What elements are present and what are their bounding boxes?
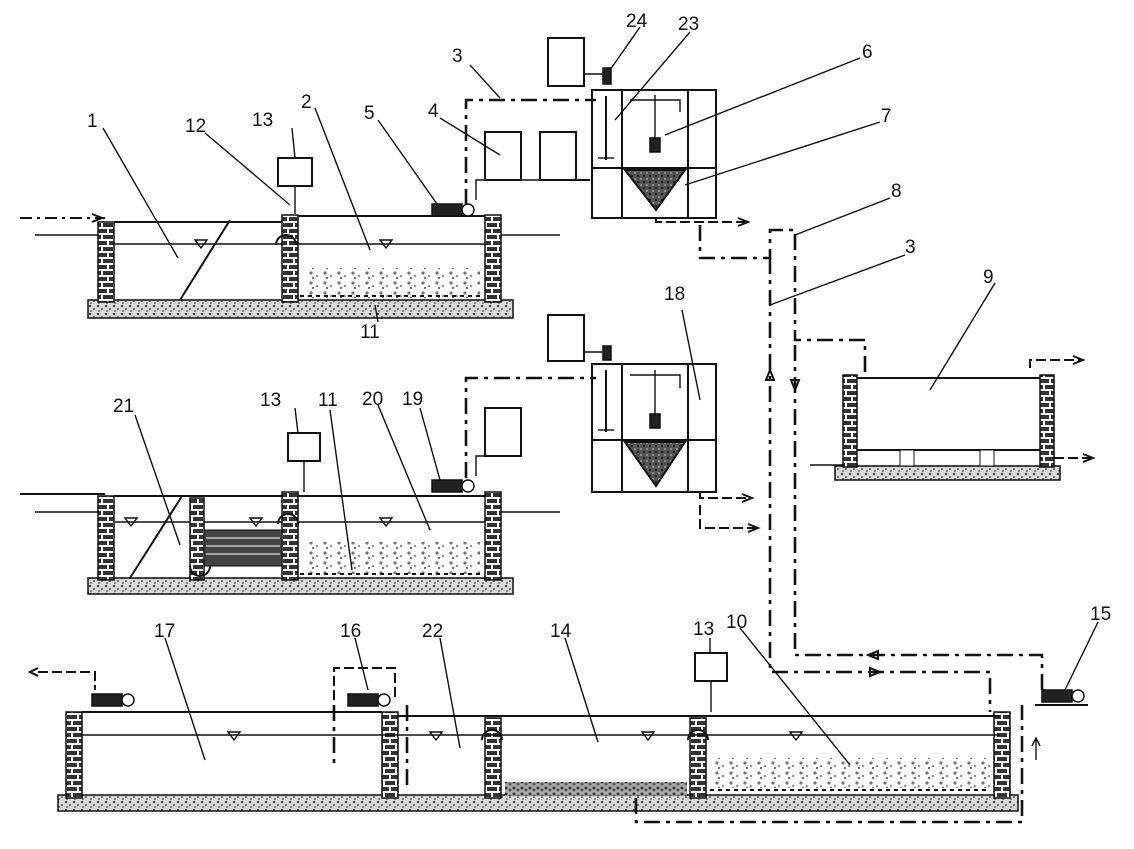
number-labels: 1 12 13 2 5 4 3 24 23 6 7 8 3 9 18 11 21… (87, 11, 1111, 642)
upper-settler-unit (475, 37, 751, 227)
wall (689, 717, 707, 799)
leader-lines (102, 26, 1099, 766)
sludge-hopper (622, 169, 687, 212)
reagent-tank (547, 37, 585, 87)
reagent-tank (547, 314, 585, 362)
label-23: 23 (678, 14, 699, 35)
tank (539, 131, 577, 181)
label-13c: 13 (693, 619, 714, 640)
label-20: 20 (362, 389, 383, 410)
label-7: 7 (881, 106, 892, 127)
label-11: 11 (360, 322, 380, 343)
dosing-unit (277, 157, 313, 187)
tank-9-system (810, 355, 1096, 481)
wall (97, 495, 115, 581)
wall (842, 374, 858, 468)
upper-tank-system (20, 157, 560, 319)
wall (189, 497, 205, 581)
tank-9-foundation (834, 465, 1061, 481)
wall (97, 221, 115, 303)
label-13: 13 (252, 110, 273, 131)
wall (484, 491, 502, 581)
label-16: 16 (340, 621, 361, 642)
label-4: 4 (428, 101, 439, 122)
pump-15 (1041, 689, 1073, 703)
wall (65, 711, 83, 799)
screen (129, 495, 183, 579)
label-3b: 3 (905, 237, 916, 258)
wall (381, 711, 399, 799)
label-1: 1 (87, 111, 98, 132)
lower-settler-unit (547, 314, 761, 533)
label-22: 22 (422, 621, 443, 642)
label-2: 2 (301, 92, 312, 113)
label-11b: 11 (318, 390, 338, 411)
label-21: 21 (113, 396, 134, 417)
label-15: 15 (1090, 604, 1111, 625)
label-13b: 13 (260, 390, 281, 411)
dosing-unit (287, 432, 321, 462)
label-19: 19 (402, 389, 423, 410)
dosing-unit (694, 652, 728, 682)
screen (179, 219, 231, 301)
tank-4 (484, 131, 522, 181)
pump (431, 479, 463, 493)
pipelines (464, 98, 1044, 824)
label-17: 17 (154, 621, 175, 642)
middle-foundation (87, 577, 514, 595)
wall (993, 711, 1011, 799)
valve (602, 345, 612, 361)
wall (484, 717, 502, 799)
label-3: 3 (452, 46, 463, 67)
filter-media (203, 529, 283, 567)
pump (91, 693, 123, 707)
label-10: 10 (726, 612, 747, 633)
label-12: 12 (185, 116, 206, 137)
upper-foundation (87, 299, 514, 319)
label-9: 9 (983, 267, 994, 288)
wall (281, 491, 299, 581)
valve (602, 67, 612, 85)
gravel-bed (505, 782, 687, 796)
bottom-tank-system (27, 652, 1088, 812)
label-6: 6 (862, 42, 873, 63)
label-8: 8 (891, 181, 902, 202)
label-5: 5 (364, 103, 375, 124)
pump (431, 203, 463, 217)
label-24: 24 (626, 11, 648, 32)
wall (484, 214, 502, 303)
middle-tank-system (20, 407, 560, 595)
pump-16 (347, 693, 379, 707)
sludge-hopper (623, 441, 687, 488)
wall (1039, 374, 1055, 468)
wall (281, 214, 299, 303)
label-14: 14 (550, 621, 572, 642)
bottom-foundation (57, 794, 1019, 812)
tank (484, 407, 522, 457)
overflow-pipe (275, 234, 297, 246)
label-18: 18 (664, 284, 685, 305)
